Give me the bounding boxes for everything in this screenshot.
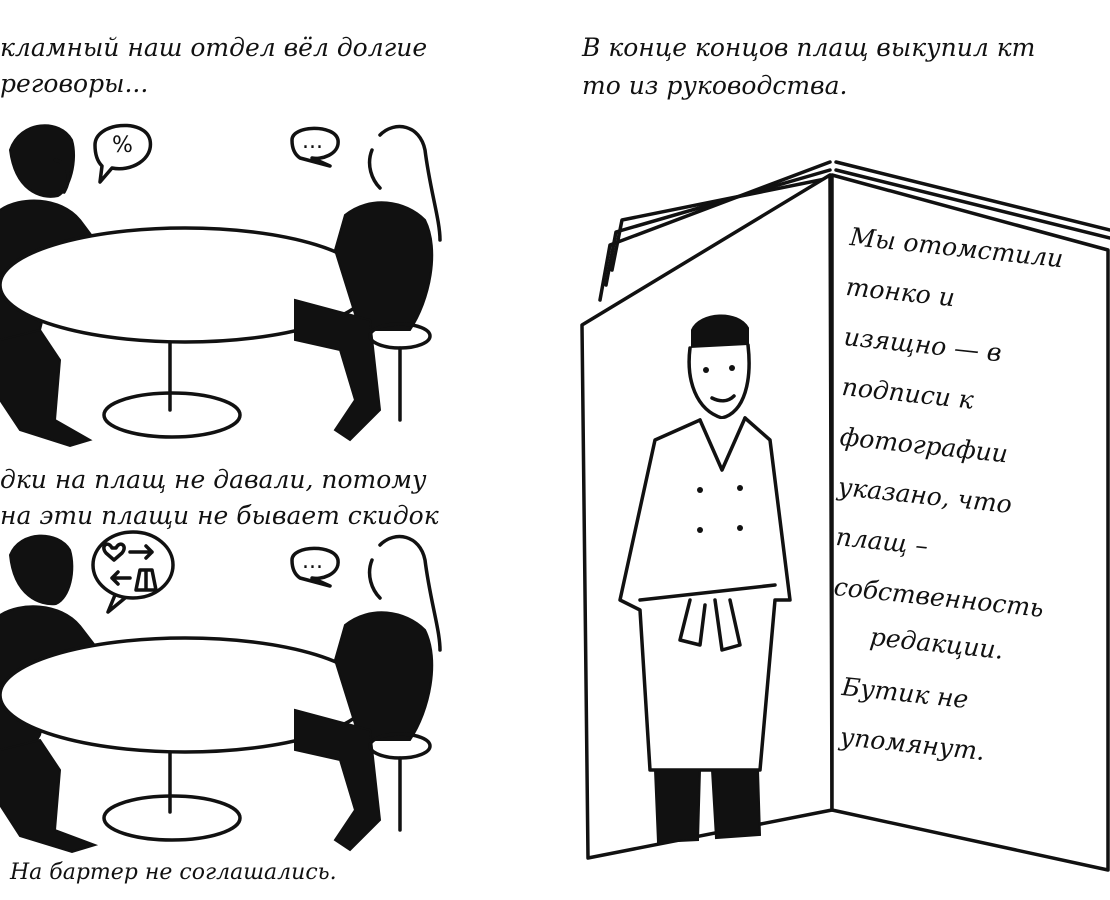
- magazine-line-1: Мы отомстили: [848, 221, 1065, 274]
- speech-bubble-ellipsis-top: ...: [290, 126, 340, 168]
- character-right-top: [294, 124, 442, 442]
- magazine-caption-block: Мы отомстили тонко и изящно — в подписи …: [833, 218, 1092, 818]
- speech-bubble-percent: %: [93, 123, 153, 184]
- panel-negotiation-top: % ...: [0, 123, 442, 448]
- caption-top-right-1: В конце концов плащ выкупил кт: [582, 33, 1036, 62]
- caption-bottom-left: На бартер не соглашались.: [10, 860, 337, 885]
- character-right-bottom: [294, 534, 442, 852]
- heart-icon: [102, 542, 126, 562]
- speech-bubble-ellipsis-bottom: ...: [290, 546, 340, 588]
- magazine-line-2: тонко и: [844, 271, 957, 313]
- caption-middle-left-1: дки на плащ не давали, потому: [0, 465, 427, 494]
- caption-middle-left-2: на эти плащи не бывает скидок: [0, 501, 439, 530]
- magazine-line-11: упомянут.: [838, 721, 987, 767]
- man-in-trench-coat: [618, 314, 792, 844]
- svg-text:...: ...: [302, 129, 323, 154]
- caption-top-right-2: то из руководства.: [582, 71, 848, 100]
- magazine-line-9: редакции.: [868, 621, 1005, 665]
- magazine-line-8: собственность: [832, 571, 1046, 623]
- arrow-right-icon: [128, 544, 154, 560]
- coat-icon: [134, 568, 158, 592]
- magazine-line-10: Бутик не: [840, 671, 970, 715]
- caption-top-left-2: реговоры...: [0, 69, 149, 98]
- arrow-left-icon: [110, 570, 132, 586]
- speech-bubble-barter: [91, 530, 175, 614]
- magazine: [580, 160, 1110, 872]
- panel-negotiation-bottom: ...: [0, 530, 442, 854]
- svg-text:%: %: [112, 133, 133, 158]
- magazine-line-3: изящно — в: [842, 321, 1003, 368]
- magazine-line-5: фотографии: [838, 421, 1010, 469]
- caption-top-left-1: кламный наш отдел вёл долгие: [0, 33, 428, 62]
- magazine-line-6: указано, что: [836, 471, 1014, 520]
- svg-text:...: ...: [302, 549, 323, 574]
- magazine-line-4: подписи к: [840, 371, 976, 415]
